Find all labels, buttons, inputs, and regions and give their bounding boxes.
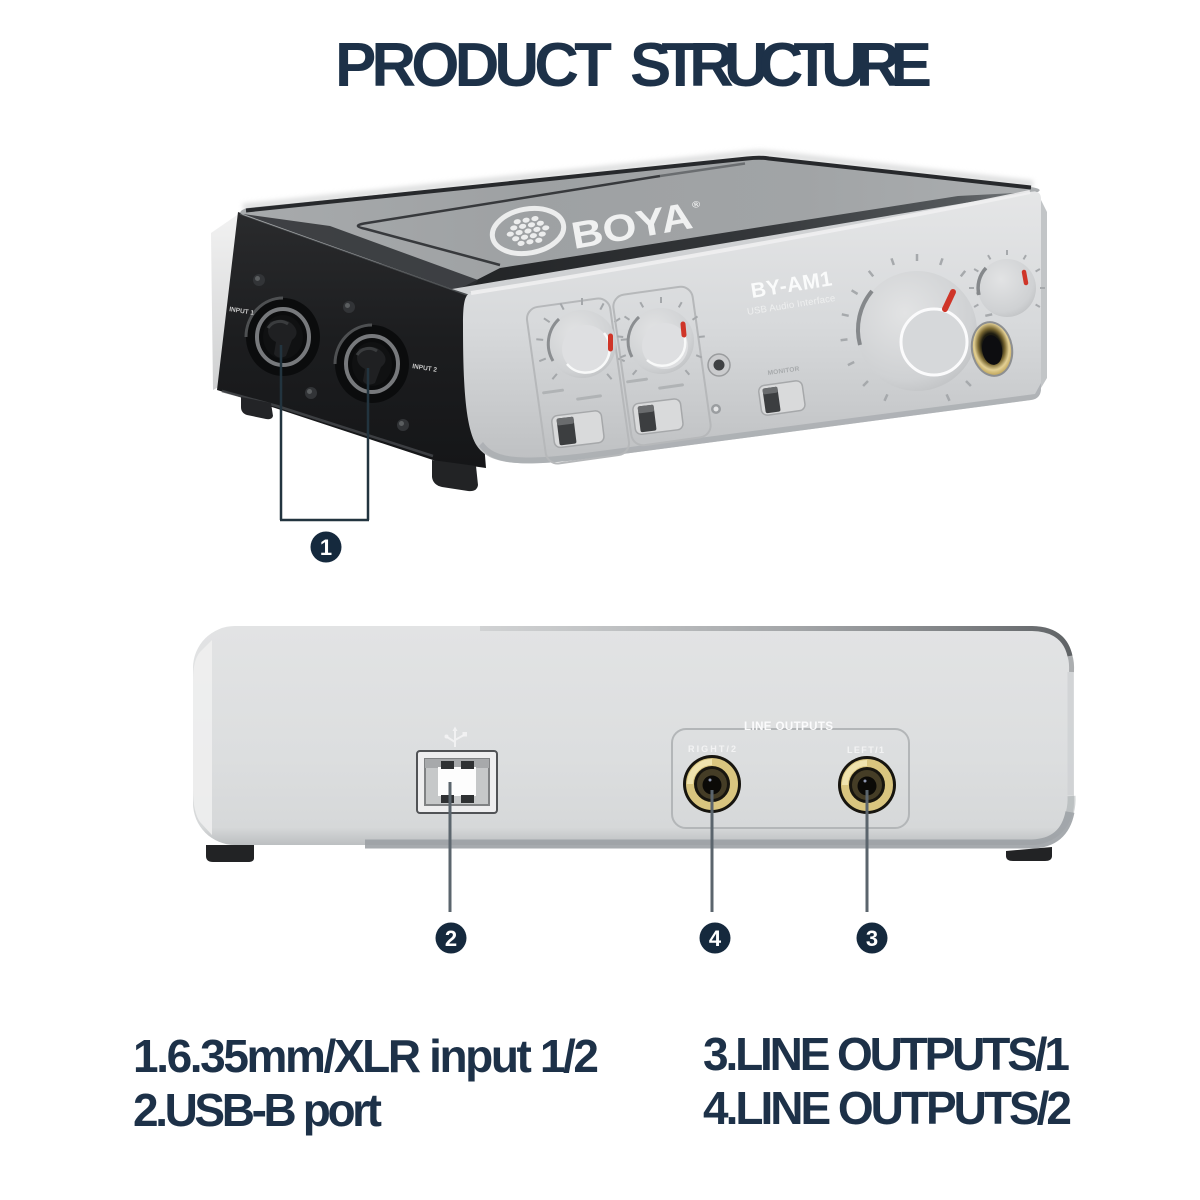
svg-text:3: 3 (866, 926, 878, 951)
svg-text:LINE OUTPUTS: LINE OUTPUTS (744, 721, 833, 733)
svg-text:2: 2 (445, 926, 457, 951)
svg-text:®: ® (691, 200, 701, 211)
svg-text:4.LINE OUTPUTS/2: 4.LINE OUTPUTS/2 (703, 1082, 1072, 1134)
svg-text:MONITOR: MONITOR (767, 366, 800, 377)
svg-text:1: 1 (320, 535, 332, 560)
svg-text:INPUT 2: INPUT 2 (412, 363, 438, 374)
svg-text:3.LINE OUTPUTS/1: 3.LINE OUTPUTS/1 (703, 1028, 1070, 1080)
svg-text:PRODUCT: PRODUCT (335, 31, 612, 100)
svg-text:INPUT 1: INPUT 1 (229, 306, 255, 317)
svg-text:LEFT/1: LEFT/1 (847, 745, 884, 755)
svg-text:4: 4 (709, 926, 722, 951)
svg-text:1.6.35mm/XLR input 1/2: 1.6.35mm/XLR input 1/2 (133, 1030, 599, 1082)
svg-text:STRUCTURE: STRUCTURE (630, 31, 932, 100)
svg-text:2.USB-B port: 2.USB-B port (133, 1084, 382, 1136)
svg-text:RIGHT/2: RIGHT/2 (688, 744, 736, 754)
